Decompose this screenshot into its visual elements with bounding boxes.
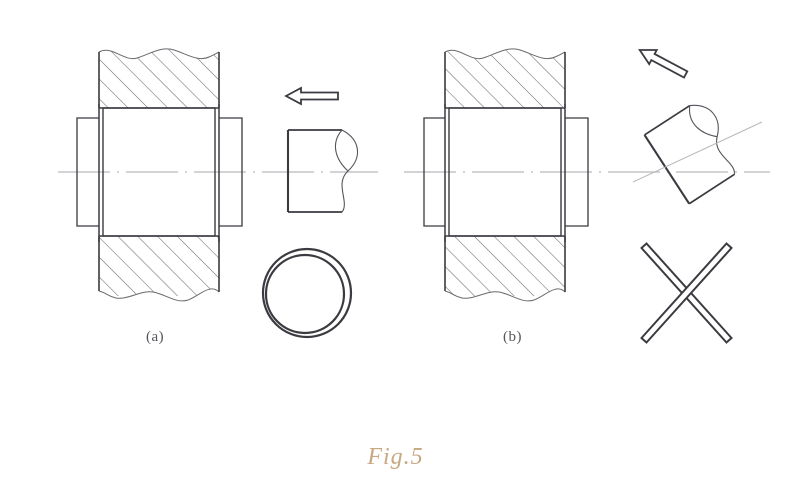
bushing-body-b (448, 107, 562, 237)
chip-shape-straight-a (286, 129, 358, 213)
chip-shape-tilted-b (643, 104, 736, 205)
flange-right-b (565, 117, 589, 227)
flange-right-a (219, 117, 243, 227)
flange-left-b (423, 117, 445, 227)
ring-symbol-a (261, 247, 353, 339)
panel-b-group (404, 48, 770, 344)
cross-symbol-b (640, 242, 733, 344)
flange-left-a (76, 117, 99, 227)
panel-label-b: (b) (503, 329, 522, 345)
tilted-axis-b (632, 121, 763, 183)
panel-label-a: (a) (146, 329, 165, 345)
housing-lower-section-b (444, 235, 566, 302)
bushing-body-a (102, 107, 216, 237)
housing-upper-section-b (444, 48, 566, 109)
housing-lower-section-a (98, 235, 220, 302)
feed-direction-arrow-b (638, 49, 689, 79)
panel-a-group (58, 48, 378, 339)
feed-direction-arrow-a (284, 86, 339, 106)
housing-upper-section-a (98, 48, 220, 109)
figure-caption: Fig.5 (367, 444, 424, 470)
